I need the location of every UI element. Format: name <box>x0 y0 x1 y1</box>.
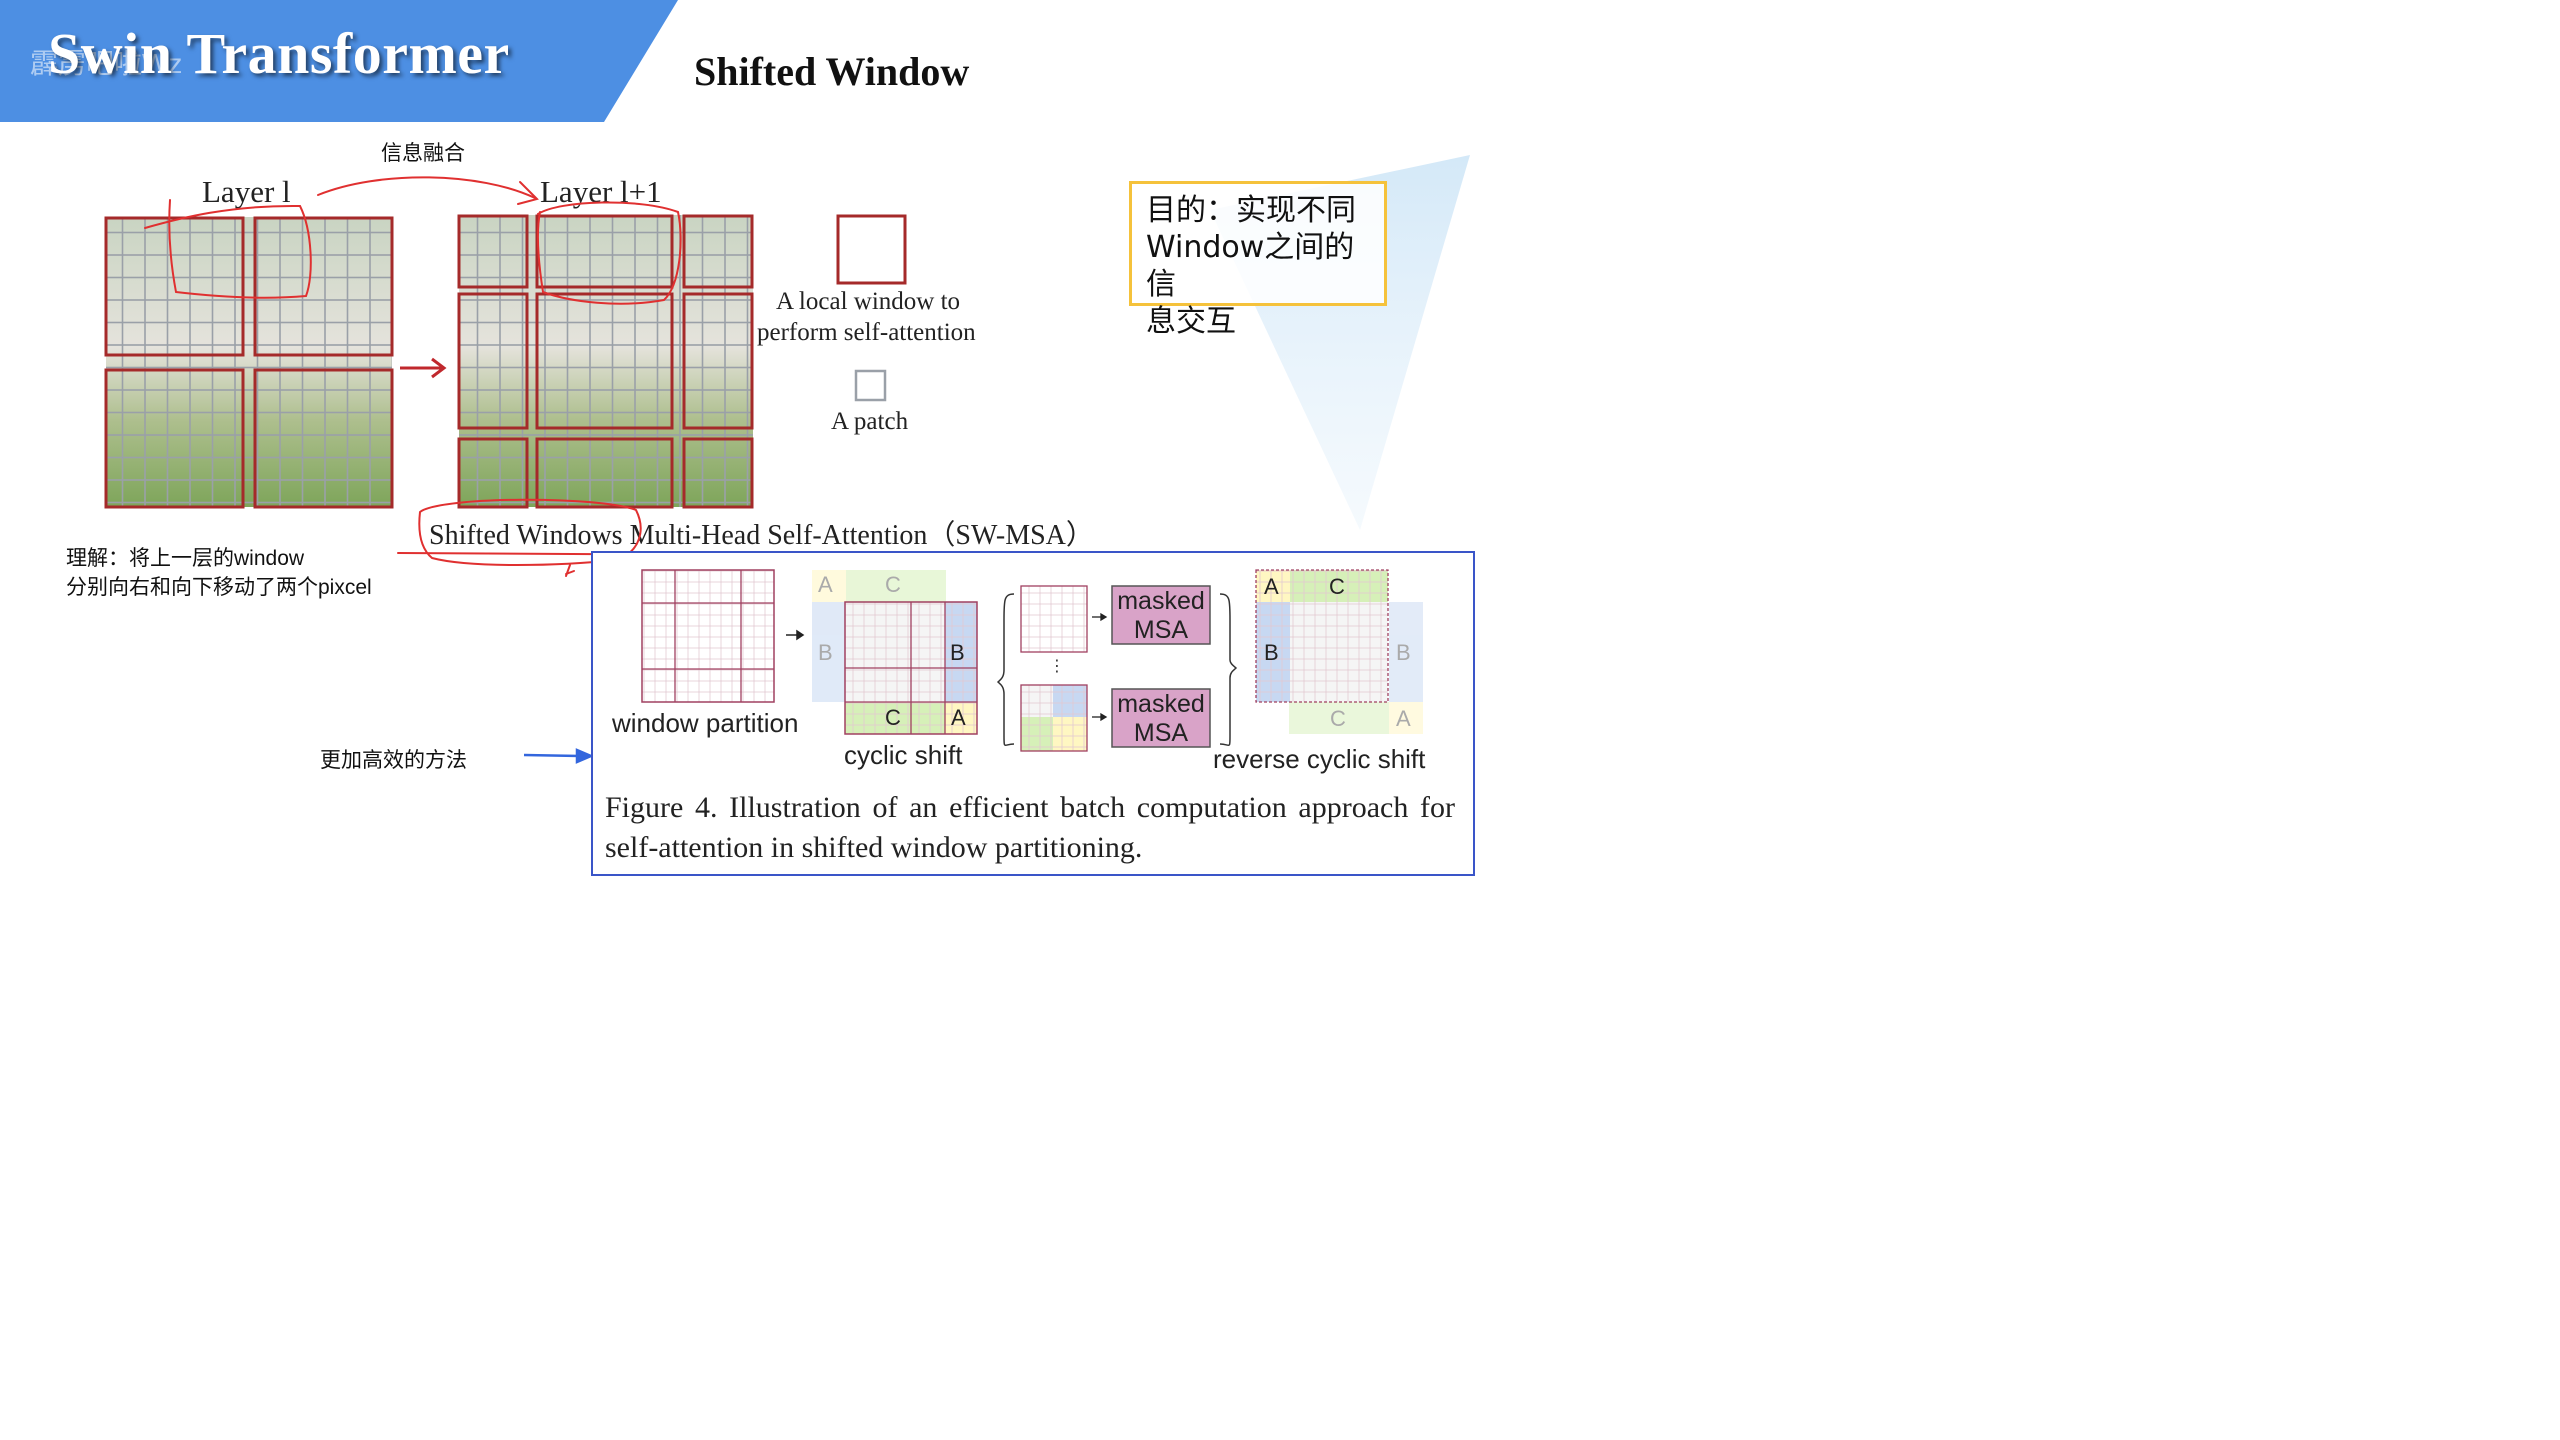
efficient-method-note: 更加高效的方法 <box>320 749 467 772</box>
reverse-shift-grid <box>1255 569 1389 703</box>
ellipsis: ⋮ <box>1049 658 1065 675</box>
layer-l-windows <box>104 216 394 509</box>
purpose-line-2: Window之间的信 <box>1146 230 1355 302</box>
sw-msa-caption: Shifted Windows Multi-Head Self-Attentio… <box>429 520 1094 551</box>
masked-msa-box-top <box>1111 585 1211 645</box>
window-partition-label: window partition <box>612 708 799 738</box>
figure4-diagram <box>641 569 1423 752</box>
ghost-region-a: A <box>818 572 833 597</box>
right-brace <box>1219 593 1238 746</box>
title-banner <box>0 0 678 122</box>
reverse-cyclic-shift-label: reverse cyclic shift <box>1213 744 1426 774</box>
legend-patch-icon <box>854 369 887 402</box>
small-window-top <box>1020 585 1088 653</box>
reverse-ghost-c: C <box>1330 706 1346 731</box>
layer-l-label: Layer l <box>202 174 291 209</box>
legend-window-line1: A local window to <box>776 288 961 315</box>
small-window-bottom <box>1020 684 1088 752</box>
masked-msa-label-bottom: masked MSA <box>1113 690 1209 748</box>
masked-msa-top-line2: MSA <box>1133 616 1189 644</box>
section-title: Shifted Window <box>694 49 970 94</box>
legend-window-icon <box>836 214 907 285</box>
purpose-line-1: 目的：实现不同 <box>1146 193 1356 228</box>
masked-msa-box-bottom <box>1111 688 1211 748</box>
masked-msa-bottom-line1: masked <box>1117 690 1205 718</box>
understanding-line-1: 理解：将上一层的window <box>66 547 305 570</box>
info-fusion-note: 信息融合 <box>381 142 465 165</box>
watermark-text: 霹雳吧啦Wz <box>30 48 183 79</box>
shift-region-b: B <box>950 640 965 665</box>
masked-msa-top-line1: masked <box>1117 587 1205 615</box>
ghost-region-c: C <box>885 572 901 597</box>
masked-msa-label-top: masked MSA <box>1113 587 1209 645</box>
reverse-ghost-a: A <box>1396 706 1411 731</box>
figure4-caption: Figure 4. Illustration of an efficient b… <box>605 791 1455 864</box>
reverse-region-a: A <box>1264 574 1279 599</box>
cyclic-shift-label: cyclic shift <box>844 740 963 770</box>
ghost-region-b: B <box>818 640 833 665</box>
shift-region-c: C <box>885 705 901 730</box>
reverse-ghost-b: B <box>1396 640 1411 665</box>
masked-msa-bottom-line2: MSA <box>1133 719 1189 747</box>
reverse-shift-ghost <box>1289 602 1423 734</box>
cyclic-shift-ghost <box>812 570 946 702</box>
layer-transition-arrow <box>400 357 447 379</box>
legend-window-line2: perform self-attention <box>757 319 976 346</box>
window-partition-grid <box>641 569 775 703</box>
purpose-line-3: 息交互 <box>1146 304 1236 339</box>
legend-patch-label: A patch <box>831 408 909 435</box>
reverse-region-b: B <box>1264 640 1279 665</box>
purpose-note-box: 目的：实现不同 Window之间的信 息交互 <box>1129 181 1387 339</box>
cyclic-shift-grid <box>844 601 978 735</box>
left-brace <box>996 593 1015 746</box>
reverse-region-c: C <box>1329 574 1345 599</box>
page-title: Swin Transformer <box>48 21 510 86</box>
layer-l1-windows <box>457 214 754 509</box>
shift-region-a: A <box>951 705 966 730</box>
understanding-line-2: 分别向右和向下移动了两个pixcel <box>66 576 372 599</box>
